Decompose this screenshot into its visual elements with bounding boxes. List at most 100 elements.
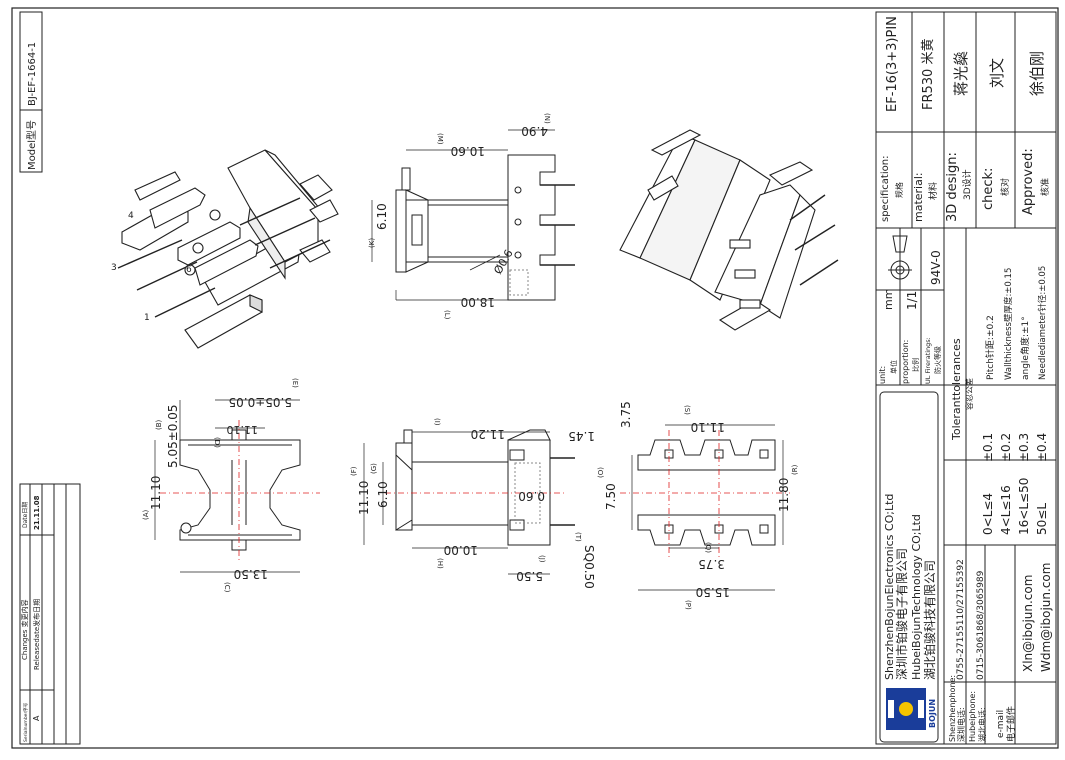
company-line3: HubeiBojunTechnology CO;Ltd (910, 514, 923, 680)
hb-phone-label-cn: 湖北电话: (977, 707, 987, 742)
dim-s: 11.10 (691, 420, 725, 434)
dim-q: 3.75 (698, 557, 725, 571)
side-view (395, 429, 575, 546)
dim-side-145: 1.45 (568, 429, 595, 443)
dim-side-060: 0.60 (518, 489, 545, 503)
dim-o-lbl: (O) (597, 467, 605, 478)
dim-r: 11.80 (777, 478, 791, 512)
material-label-cn: 材料 (927, 182, 939, 200)
company-box (879, 391, 939, 743)
email-label: e-mail (996, 710, 1006, 738)
dim-g: 6.10 (376, 481, 390, 508)
email-label-cn: 电子邮件 (1005, 706, 1017, 742)
dim-t: SQ0.50 (582, 545, 596, 589)
dim-r-lbl: (R) (791, 464, 799, 475)
dim-top-m: (M) (436, 133, 444, 145)
dim-b: 5.05±0.05 (166, 405, 180, 469)
design-value: 蒋光燊 (952, 51, 970, 96)
iso-view-front (117, 149, 339, 349)
changes-header-date: Date日期 (21, 502, 29, 528)
dim-f: 11.10 (357, 481, 371, 515)
changes-row-serial: A (32, 715, 41, 721)
dim-p-lbl: (P) (684, 600, 692, 610)
spec-label: specification: (880, 156, 891, 222)
company-line4: 湖北铂骏科技有限公司 (922, 560, 937, 680)
ul-label: UL Fireratings: (924, 337, 932, 384)
bottom-view-dimensions (631, 424, 784, 591)
check-label-cn: 核对 (999, 178, 1011, 196)
dim-o: 7.50 (604, 483, 618, 510)
approved-label: Approved: (1021, 148, 1036, 215)
dim-t-lbl: (T) (574, 532, 582, 542)
dim-e-lbl: (E) (291, 378, 299, 388)
dim-b-lbl: (B) (155, 419, 163, 430)
approved-value: 徐伯刚 (1028, 51, 1046, 96)
side-view-dimensions (363, 431, 550, 575)
dim-h-lbl: (H) (436, 558, 444, 569)
dim-a-lbl: (A) (142, 509, 150, 520)
pin-label-1: 1 (144, 313, 150, 323)
changes-row-change: Releasedate发布日期 (32, 599, 41, 670)
email-2: Wdm@ibojun.com (1039, 563, 1053, 672)
tol-row-tol: ±0.3 (1017, 433, 1031, 462)
unit-label: unit: (878, 366, 887, 384)
title-block (875, 11, 1057, 745)
changes-header-changes: Changes 变更内容 (20, 599, 29, 660)
dim-top-w: 10.60 (451, 144, 485, 158)
sz-phone-label-cn: 深圳电话: (956, 707, 966, 742)
tol-row-tol: ±0.1 (981, 433, 995, 462)
spec-label-cn: 规格 (894, 182, 904, 198)
dim-j: 5.50 (516, 569, 543, 583)
dim-top-l: 18.00 (461, 295, 495, 309)
top-view-dimensions (371, 129, 555, 301)
tol-title: Toleranttolerances (950, 338, 963, 441)
unit-value: mm (882, 289, 895, 310)
check-value: 刘文 (988, 58, 1006, 88)
dim-p: 15.50 (696, 585, 730, 599)
tol-row-range: 50≤L (1035, 503, 1049, 535)
proportion-value: 1/1 (905, 291, 919, 310)
design-label: 3D design: (945, 152, 960, 222)
end-view-dimensions (154, 399, 300, 573)
dim-s-lbl: (S) (683, 405, 691, 415)
bojun-logo-icon: BOJUN (886, 688, 937, 730)
dim-j-lbl: (J) (538, 555, 546, 563)
dim-e: 5.05±0.05 (229, 395, 293, 409)
dim-c-lbl: (C) (223, 582, 231, 593)
dim-c: 13.50 (234, 567, 268, 581)
dim-i: 11.20 (471, 427, 505, 441)
logo-text: BOJUN (928, 699, 937, 728)
dim-d-lbl: (D) (213, 437, 221, 448)
company-line1: ShenzhenBojunElectronics CO;Ltd (883, 494, 896, 680)
dim-top-l-lbl: (L) (443, 310, 451, 320)
changes-table: Serialnumber序号 Changes 变更内容 Date日期 A Rel… (19, 483, 81, 745)
hb-phone-label: Hubeiphone: (968, 691, 977, 742)
dim-a: 11.10 (149, 476, 163, 510)
material-label: material: (912, 172, 925, 222)
email-1: Xln@ibojun.com (1021, 575, 1035, 672)
spec-value: EF-16(3+3)PIN (885, 16, 900, 112)
angle: angle角度:±1° (1019, 316, 1031, 380)
ul-value: 94V-0 (929, 250, 943, 285)
pin-label-6: 6 (186, 265, 192, 275)
dim-d: 11.10 (227, 423, 259, 436)
dim-u: 3.75 (619, 401, 633, 428)
company-line2: 深圳市铂骏电子有限公司 (894, 548, 909, 680)
bottom-view (637, 439, 776, 546)
changes-row-date: 21.11.08 (33, 495, 41, 530)
dim-top-k: 6.10 (375, 203, 389, 230)
proportion-label: proportion: (901, 340, 910, 384)
tol-row-range: 16<L≤50 (1017, 478, 1031, 535)
projection-symbol-icon (888, 235, 912, 282)
design-label-cn: 3D设计 (961, 169, 973, 200)
proportion-label-cn: 比例 (911, 358, 920, 372)
pitch: Pitch针距:±0.2 (984, 315, 996, 380)
approved-label-cn: 核准 (1039, 178, 1051, 196)
sz-phone-label: Shenzhenphone: (948, 675, 957, 742)
pin-label-3: 3 (111, 263, 117, 273)
ul-label-cn: 防火等级 (933, 346, 942, 374)
iso-view-back (619, 129, 839, 331)
tol-row-tol: ±0.4 (1035, 433, 1049, 462)
unit-label-cn: 单位 (889, 360, 898, 374)
dim-g-lbl: (G) (370, 463, 378, 474)
